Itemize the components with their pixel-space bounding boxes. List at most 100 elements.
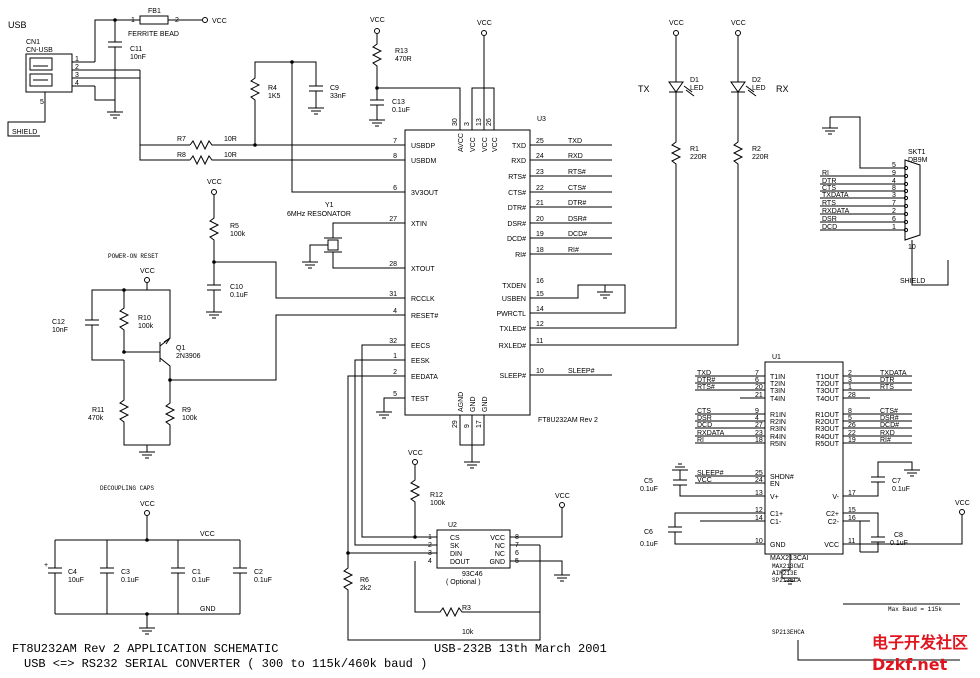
r11-ref: R11	[92, 407, 104, 414]
u1-pin-name: C1+	[770, 511, 783, 518]
u2-note: ( Optional )	[446, 579, 481, 586]
u1-alt2: AIM213E	[772, 570, 798, 577]
u2-ref: U2	[448, 522, 457, 529]
u3-pin-num: 19	[536, 231, 544, 238]
u2-pin-name: DIN	[450, 551, 462, 558]
u3-pin-name: RXD	[511, 158, 526, 165]
u1-net: CTS#	[880, 408, 898, 415]
vcc-r13: VCC	[370, 17, 385, 24]
u1-pin-name: GND	[770, 542, 786, 549]
u1-net: DTR	[880, 377, 894, 384]
u3-pin-name: RESET#	[411, 313, 438, 320]
footer-doc: USB-232B 13th March 2001	[434, 642, 607, 656]
u3-pin-num: 7	[393, 138, 397, 145]
u1-net: TXD	[697, 370, 711, 377]
u1-net: VCC	[697, 477, 712, 484]
cn1-pin1: 1	[75, 56, 79, 63]
u3-pin-num: 6	[393, 185, 397, 192]
fb1-ref: FB1	[148, 8, 161, 15]
u1-pin-num: 7	[755, 370, 759, 377]
u3-pin-name: AVCC	[458, 133, 465, 152]
cn1-part: CN-USB	[26, 47, 53, 54]
r4-ref: R4	[268, 85, 277, 92]
u3-pin-num: 13	[476, 118, 483, 126]
r2-val: 220R	[752, 154, 769, 161]
u1-pin-num: 27	[755, 422, 763, 429]
u3-pin-name: TXDEN	[502, 283, 526, 290]
u3-pin-num: 18	[536, 247, 544, 254]
u2-pin-num: 4	[428, 558, 432, 565]
db9-contact	[903, 181, 909, 187]
reset-title: POWER-ON RESET	[108, 253, 159, 260]
u1-pin-name: R4OUT	[815, 434, 839, 441]
u1-pin-num: 17	[848, 490, 856, 497]
u3-pin-num: 30	[452, 118, 459, 126]
c11: C11 10nF	[94, 18, 146, 119]
u3-pin-name: EECS	[411, 343, 430, 350]
u3-pin-name: USBDM	[411, 158, 436, 165]
db9-net: TXDATA	[822, 192, 849, 199]
u1-net: RXD	[880, 430, 895, 437]
u1-pin-num: 25	[755, 470, 763, 477]
u3-pin-num: 10	[536, 368, 544, 375]
db9-contact	[903, 203, 909, 209]
watermark-en: Dzkf.net	[872, 655, 948, 674]
c11-val: 10nF	[130, 54, 146, 61]
c9-val: 33nF	[330, 93, 346, 100]
u3-pin-num: 31	[389, 291, 397, 298]
u2-pin-name: CS	[450, 535, 460, 542]
watermark-cn: 电子开发社区	[872, 633, 968, 652]
u3-pin-num: 27	[389, 216, 397, 223]
decoupling-caps: DECOUPLING CAPS VCC VCC GND + C4 10uF C3…	[44, 485, 272, 635]
u1-pin-num: 23	[755, 430, 763, 437]
r9-ref: R9	[182, 407, 191, 414]
u1-alt1: MAX213CWI	[772, 563, 804, 570]
u2-pin-name: DOUT	[450, 559, 471, 566]
u1-net: RTS	[880, 384, 894, 391]
r6-val: 2k2	[360, 585, 371, 592]
cn1-pin3: 3	[75, 72, 79, 79]
u3-pin-name: DSR#	[507, 221, 526, 228]
u3-pin-name: USBDP	[411, 143, 435, 150]
r9-val: 100k	[182, 415, 198, 422]
u3-pin-name: VCC	[482, 137, 489, 152]
u1-pin-name: R2IN	[770, 419, 786, 426]
u3-pin-num: 16	[536, 278, 544, 285]
u3-pin-name: SLEEP#	[500, 373, 527, 380]
pwrctl-wiring	[530, 284, 626, 376]
c6-val: 0.1uF	[640, 541, 658, 548]
u2-pin-name: GND	[489, 559, 505, 566]
r2-ref: R2	[752, 146, 761, 153]
u3-net-label: CTS#	[568, 185, 586, 192]
u1-pin-name: R1IN	[770, 412, 786, 419]
r8-val: 10R	[224, 152, 237, 159]
db9-net: DTR	[822, 178, 836, 185]
c7-ref: C7	[892, 478, 901, 485]
u2-pin-name: NC	[495, 543, 505, 550]
u1-pin-num: 19	[848, 437, 856, 444]
db9-pin-num: 2	[892, 208, 896, 215]
u3-pin-num: 2	[393, 369, 397, 376]
c5-val: 0.1uF	[640, 486, 658, 493]
footer-title: FT8U232AM Rev 2 APPLICATION SCHEMATIC	[12, 642, 278, 656]
skt1-part: DB9M	[908, 157, 928, 164]
u3-pin-num: 12	[536, 321, 544, 328]
u1-pin-name: R1OUT	[815, 412, 839, 419]
u3-pin-name: RCCLK	[411, 296, 435, 303]
u1-pin-name: R3OUT	[815, 426, 839, 433]
u1-pin-name: T1OUT	[816, 374, 840, 381]
r10-val: 100k	[138, 323, 154, 330]
led-indicators: TX RX VCC D1 LED R1 220R VCC D2 LED R2 2…	[530, 20, 789, 346]
vcc-r5: VCC	[207, 179, 222, 186]
r1-val: 220R	[690, 154, 707, 161]
avcc-filter: VCC R13 470R C13 0.1uF VCC	[369, 17, 495, 130]
c4-val: 10uF	[68, 577, 84, 584]
db9-net: RXDATA	[822, 208, 850, 215]
u1-pin-num: 3	[848, 377, 852, 384]
shield-label: SHIELD	[12, 129, 37, 136]
r8-ref: R8	[177, 152, 186, 159]
db9-net: CTS	[822, 185, 836, 192]
power-on-reset: POWER-ON RESET VCC C12 10nF R10 100k Q1 …	[52, 253, 400, 459]
u3-pin-name: RXLED#	[499, 343, 526, 350]
db9-net: RTS	[822, 200, 836, 207]
